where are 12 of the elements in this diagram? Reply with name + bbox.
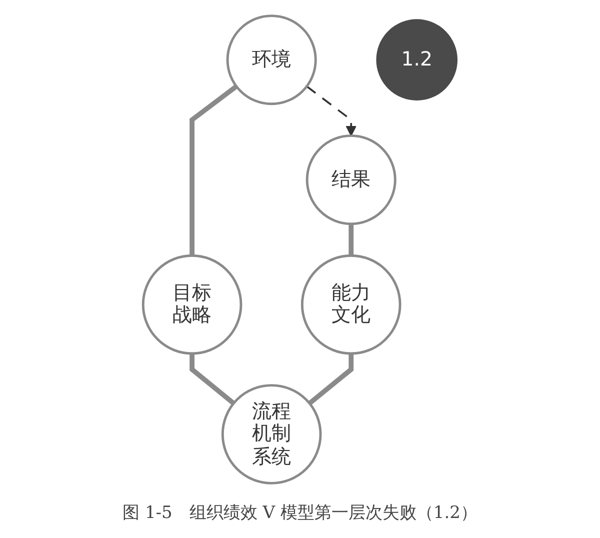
node-circle: 流程机制系统 bbox=[221, 384, 322, 484]
node-circle: 1.2 bbox=[376, 19, 458, 100]
caption: 图 1-5 组织绩效 V 模型第一层次失败（1.2） bbox=[122, 502, 478, 524]
connector bbox=[190, 354, 236, 406]
connector bbox=[308, 354, 354, 406]
connector bbox=[348, 224, 354, 256]
node-circle: 目标战略 bbox=[142, 254, 242, 355]
arrow bbox=[306, 86, 356, 136]
node-circle: 结果 bbox=[306, 134, 396, 226]
connector bbox=[190, 84, 238, 256]
node-circle: 能力文化 bbox=[300, 254, 402, 355]
node-circle: 环境 bbox=[226, 14, 317, 106]
